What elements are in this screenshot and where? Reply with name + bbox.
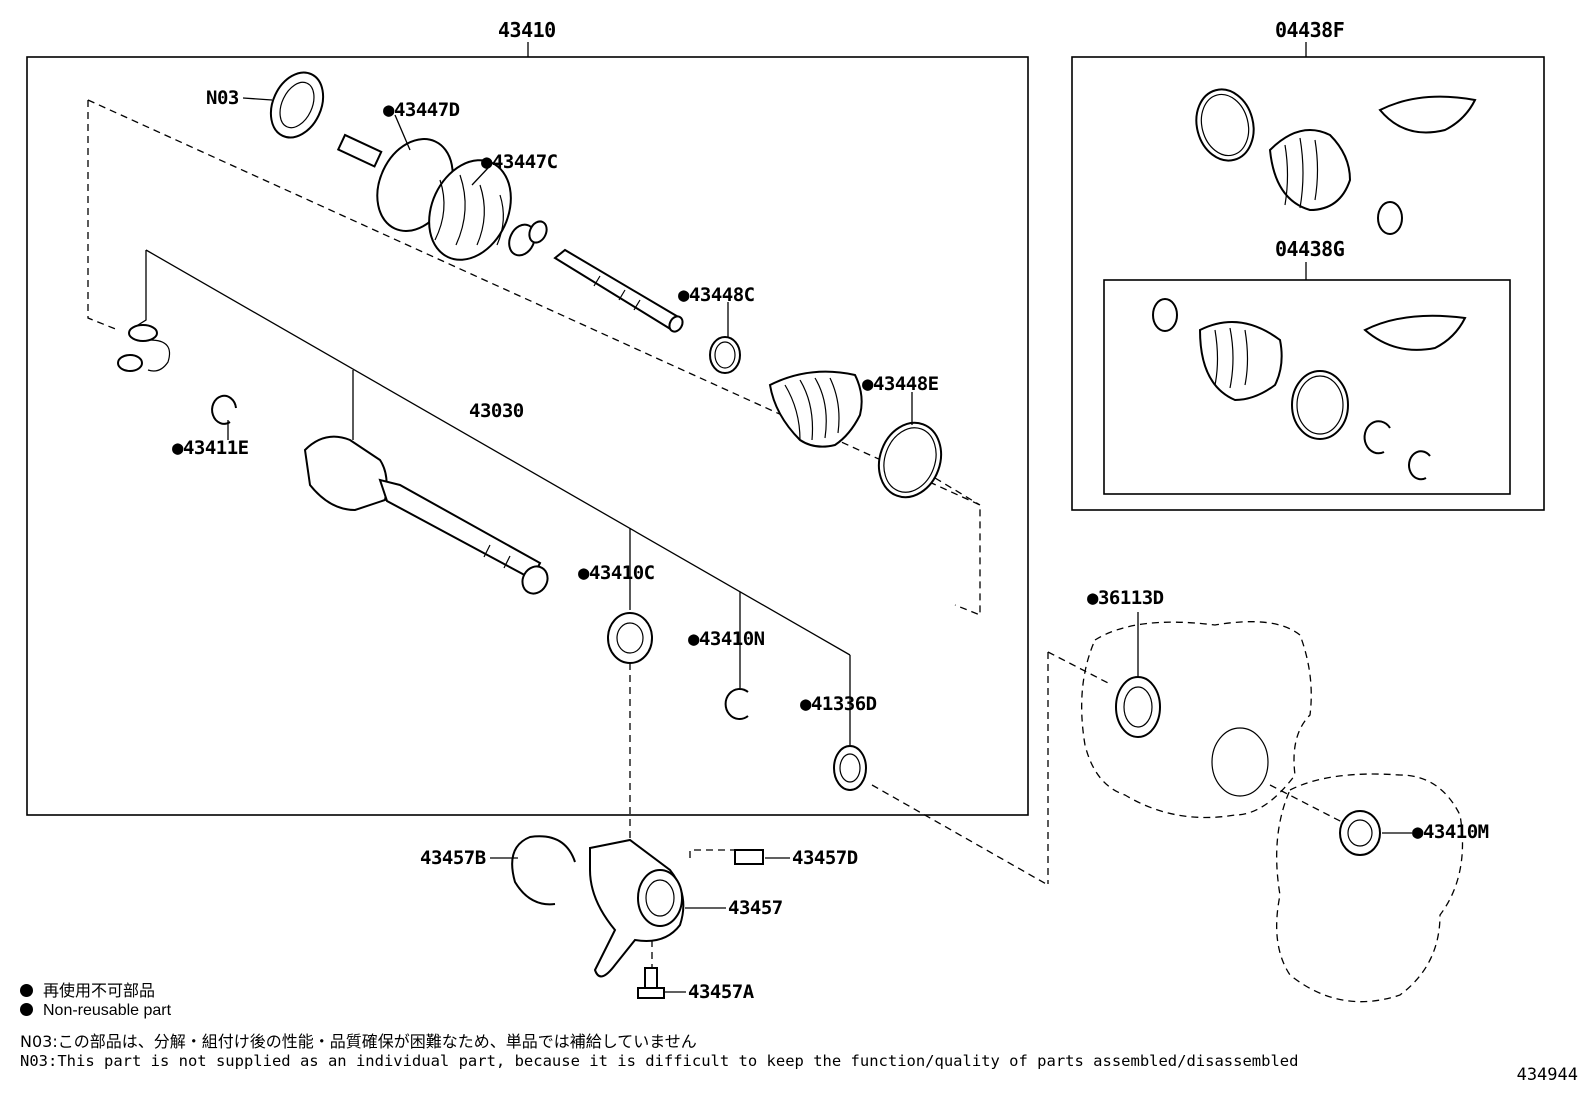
outer-cv-joint-icon <box>336 133 548 261</box>
label-43457: 43457 <box>728 897 783 919</box>
label-43457B: 43457B <box>420 847 486 869</box>
legend-nonreusable-jp: 再使用不可部品 <box>20 977 155 1001</box>
dashed-group-top <box>87 99 981 616</box>
dashed-group-left <box>87 100 119 331</box>
boot-kit-frame-04438F <box>1071 56 1545 511</box>
bullet-icon <box>20 984 33 997</box>
label-04438G: 04438G <box>1275 237 1345 261</box>
legend-note-jp: N03:この部品は、分解・組付け後の性能・品質確保が困難なため、単品では補給して… <box>20 1032 697 1051</box>
legend-note-en: N03:This part is not supplied as an indi… <box>20 1052 1299 1070</box>
legend-nonreusable-en: Non-reusable part <box>20 1002 171 1020</box>
label-43447D: ●43447D <box>383 99 460 121</box>
bearing-bracket-43457-icon <box>589 838 685 978</box>
label-43448C: ●43448C <box>678 284 755 306</box>
boot-kit-frame-04438G <box>1103 279 1511 495</box>
bolt-43457A-icon <box>637 967 665 999</box>
label-n03: N03 <box>206 87 239 109</box>
boot-kit-04438G-icon <box>1152 298 1467 481</box>
label-36113D: ●36113D <box>1087 587 1164 609</box>
label-43448E: ●43448E <box>862 373 939 395</box>
label-43030: 43030 <box>469 400 524 422</box>
legend-text: Non-reusable part <box>43 1002 172 1019</box>
label-43411E: ●43411E <box>172 437 249 459</box>
drive-shaft-short-icon <box>553 248 684 333</box>
seal-41336D-icon <box>833 745 867 791</box>
clamp-43448E-icon <box>877 421 943 499</box>
legend-text: 再使用不可部品 <box>43 981 156 1000</box>
bolt-43457D-icon <box>734 849 764 865</box>
transmission-housing-icon <box>1081 621 1464 1003</box>
clamp-43448C-icon <box>709 336 741 374</box>
bullet-icon <box>20 1003 33 1016</box>
snap-ring-43411E-icon <box>211 394 237 425</box>
label-04438F: 04438F <box>1275 18 1344 42</box>
seal-43410M-icon <box>1339 810 1381 856</box>
seal-n03-icon <box>269 71 325 139</box>
boot-43448E-icon <box>768 370 863 448</box>
bearing-43410C-icon <box>607 612 653 664</box>
label-43410M: ●43410M <box>1412 821 1489 843</box>
inner-joint-shaft-43030-icon <box>303 435 549 595</box>
label-43447C: ●43447C <box>481 151 558 173</box>
label-43410N: ●43410N <box>688 628 765 650</box>
label-43410C: ●43410C <box>578 562 655 584</box>
label-43410: 43410 <box>498 18 556 42</box>
label-43457D: 43457D <box>792 847 858 869</box>
label-43457A: 43457A <box>688 981 755 1003</box>
label-41336D: ●41336D <box>800 693 877 715</box>
snap-ring-43410N-icon <box>724 688 749 720</box>
snap-ring-43457B-icon <box>511 835 576 906</box>
figure-number: 434944 <box>1516 1065 1578 1085</box>
ring-left-icon <box>117 324 171 372</box>
boot-kit-04438F-icon <box>1195 88 1477 235</box>
